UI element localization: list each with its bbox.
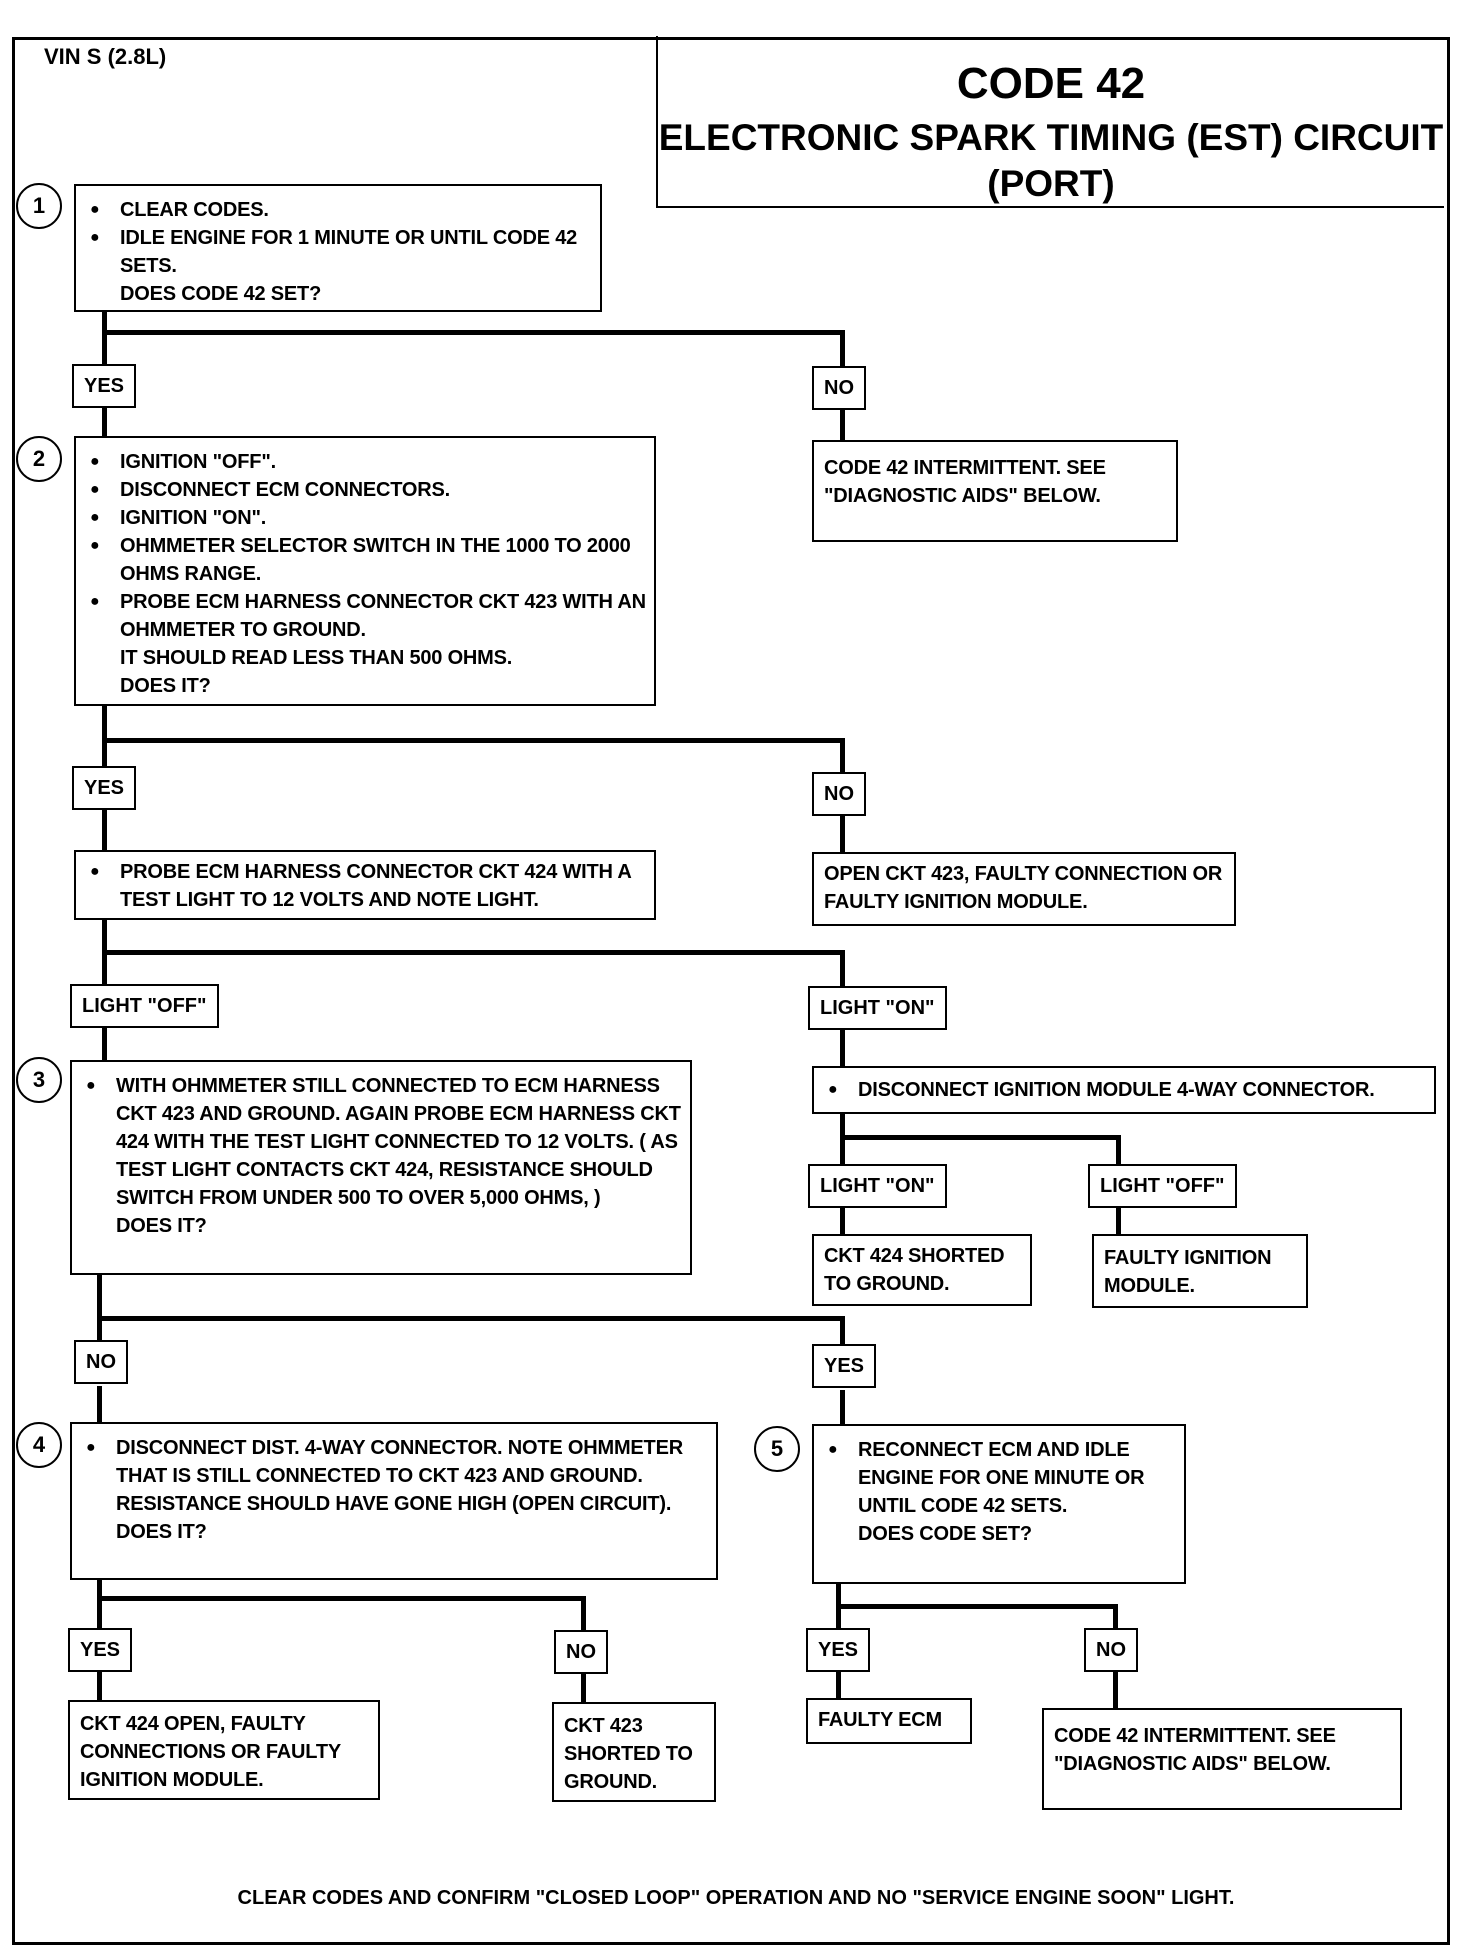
- result-faulty-ign-module: FAULTY IGNITION MODULE.: [1092, 1234, 1308, 1308]
- result-ckt424-shorted: CKT 424 SHORTED TO GROUND.: [812, 1234, 1032, 1306]
- step-4-question: DOES IT?: [116, 1521, 207, 1543]
- step-2-question: DOES IT?: [120, 675, 211, 697]
- label-light-off: LIGHT "OFF": [1088, 1164, 1237, 1208]
- step-1-question: DOES CODE 42 SET?: [120, 283, 322, 305]
- vin-label: VIN S (2.8L): [44, 44, 167, 69]
- connector: [97, 1578, 102, 1630]
- step-number-3: 3: [16, 1057, 62, 1103]
- connector: [840, 814, 845, 854]
- step-1-item: CLEAR CODES.: [84, 196, 592, 224]
- footer-instruction: CLEAR CODES AND CONFIRM "CLOSED LOOP" OP…: [237, 1887, 1235, 1909]
- step-number-4: 4: [16, 1422, 62, 1468]
- label-yes: YES: [72, 364, 137, 408]
- page-frame: [12, 37, 1450, 1945]
- step-3-box: WITH OHMMETER STILL CONNECTED TO ECM HAR…: [70, 1060, 692, 1275]
- subtitle-line-1: ELECTRONIC SPARK TIMING (EST) CIRCUIT: [658, 117, 1444, 158]
- label-no: NO: [1084, 1628, 1138, 1672]
- connector: [840, 1208, 845, 1238]
- label-light-on: LIGHT "ON": [808, 1164, 947, 1208]
- step-2-item: PROBE ECM HARNESS CONNECTOR CKT 423 WITH…: [84, 588, 646, 644]
- label-light-off: LIGHT "OFF": [70, 984, 219, 1028]
- connector: [1113, 1604, 1118, 1632]
- step-2-item: IGNITION "ON".: [84, 504, 646, 532]
- label-no: NO: [812, 366, 866, 410]
- result-ckt424-open: CKT 424 OPEN, FAULTY CONNECTIONS OR FAUL…: [68, 1700, 380, 1800]
- step-1-item: IDLE ENGINE FOR 1 MINUTE OR UNTIL CODE 4…: [84, 224, 592, 280]
- probe-ckt424-item: PROBE ECM HARNESS CONNECTOR CKT 424 WITH…: [84, 858, 646, 914]
- connector: [840, 950, 845, 988]
- label-yes: YES: [68, 1628, 133, 1672]
- connector: [840, 738, 845, 773]
- step-2-item: DISCONNECT ECM CONNECTORS.: [84, 476, 646, 504]
- label-yes: YES: [806, 1628, 871, 1672]
- connector: [102, 738, 845, 743]
- step-number-5: 5: [754, 1426, 800, 1472]
- connector: [840, 1135, 1120, 1140]
- label-light-on: LIGHT "ON": [808, 986, 947, 1030]
- title-block: CODE 42 ELECTRONIC SPARK TIMING (EST) CI…: [656, 36, 1444, 208]
- step-3-item: WITH OHMMETER STILL CONNECTED TO ECM HAR…: [80, 1072, 682, 1212]
- connector: [102, 950, 845, 955]
- connector: [102, 1026, 107, 1064]
- connector: [836, 1604, 1118, 1609]
- result-intermittent-2: CODE 42 INTERMITTENT. SEE "DIAGNOSTIC AI…: [1042, 1708, 1402, 1810]
- label-no: NO: [812, 772, 866, 816]
- connector: [97, 1386, 102, 1424]
- result-intermittent-1: CODE 42 INTERMITTENT. SEE "DIAGNOSTIC AI…: [812, 440, 1178, 542]
- connector: [581, 1674, 586, 1704]
- connector: [581, 1596, 586, 1632]
- step-5-box: RECONNECT ECM AND IDLE ENGINE FOR ONE MI…: [812, 1424, 1186, 1584]
- connector: [836, 1672, 841, 1702]
- connector: [102, 810, 107, 850]
- code-title: CODE 42: [956, 59, 1146, 108]
- label-yes: YES: [72, 766, 137, 810]
- step-5-question: DOES CODE SET?: [858, 1523, 1032, 1545]
- connector: [102, 705, 107, 767]
- connector: [97, 1316, 845, 1321]
- result-ckt423-shorted: CKT 423 SHORTED TO GROUND.: [552, 1702, 716, 1802]
- label-no: NO: [554, 1630, 608, 1674]
- step-5-item: RECONNECT ECM AND IDLE ENGINE FOR ONE MI…: [822, 1436, 1176, 1520]
- connector: [840, 1390, 845, 1424]
- connector: [840, 1030, 845, 1068]
- connector: [840, 1316, 845, 1346]
- connector: [97, 1672, 102, 1702]
- disconnect-ign-module-item: DISCONNECT IGNITION MODULE 4-WAY CONNECT…: [822, 1076, 1426, 1104]
- step-2-item: IGNITION "OFF".: [84, 448, 646, 476]
- connector: [102, 330, 845, 335]
- subtitle-line-2: (PORT): [987, 163, 1115, 204]
- connector: [97, 1596, 585, 1601]
- step-2-box: IGNITION "OFF". DISCONNECT ECM CONNECTOR…: [74, 436, 656, 706]
- connector: [840, 404, 845, 442]
- connector: [102, 310, 107, 365]
- step-2-expected: IT SHOULD READ LESS THAN 500 OHMS.: [120, 647, 513, 669]
- connector: [1116, 1135, 1121, 1167]
- connector: [840, 330, 845, 368]
- step-number-1: 1: [16, 183, 62, 229]
- result-open-ckt423: OPEN CKT 423, FAULTY CONNECTION OR FAULT…: [812, 852, 1236, 926]
- connector: [1113, 1672, 1118, 1712]
- connector: [102, 403, 107, 438]
- probe-ckt424-box: PROBE ECM HARNESS CONNECTOR CKT 424 WITH…: [74, 850, 656, 920]
- step-number-2: 2: [16, 436, 62, 482]
- step-2-item: OHMMETER SELECTOR SWITCH IN THE 1000 TO …: [84, 532, 646, 588]
- connector: [1116, 1208, 1121, 1238]
- result-faulty-ecm: FAULTY ECM: [806, 1698, 972, 1744]
- step-4-box: DISCONNECT DIST. 4-WAY CONNECTOR. NOTE O…: [70, 1422, 718, 1580]
- step-4-item: DISCONNECT DIST. 4-WAY CONNECTOR. NOTE O…: [80, 1434, 708, 1518]
- connector: [97, 1274, 102, 1342]
- label-yes: YES: [812, 1344, 877, 1388]
- label-no: NO: [74, 1340, 128, 1384]
- step-1-box: CLEAR CODES. IDLE ENGINE FOR 1 MINUTE OR…: [74, 184, 602, 312]
- disconnect-ign-module-box: DISCONNECT IGNITION MODULE 4-WAY CONNECT…: [812, 1066, 1436, 1114]
- step-3-question: DOES IT?: [116, 1215, 207, 1237]
